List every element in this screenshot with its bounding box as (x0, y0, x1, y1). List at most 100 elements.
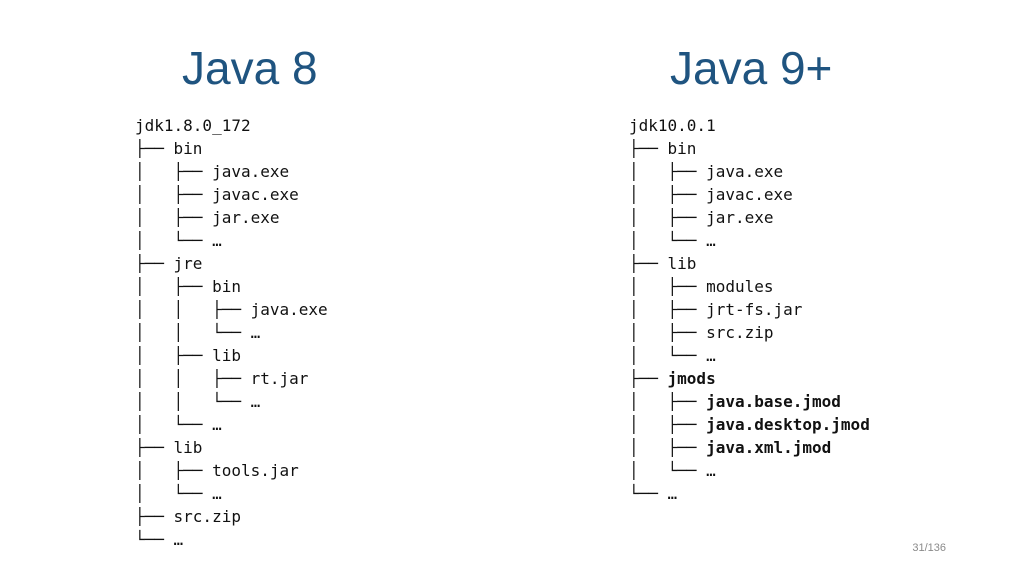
tree-entry-name: jdk1.8.0_172 (135, 116, 251, 135)
tree-branch-glyphs: │ ├── (135, 185, 213, 204)
tree-entry-name: jmods (667, 369, 716, 388)
tree-entry-name: bin (667, 139, 697, 158)
tree-line: jdk1.8.0_172 (135, 114, 328, 137)
tree-line: │ ├── tools.jar (135, 459, 328, 482)
tree-entry-name: java.exe (706, 162, 784, 181)
tree-branch-glyphs: │ └── (629, 346, 707, 365)
tree-entry-name: tools.jar (212, 461, 299, 480)
tree-line: │ │ ├── java.exe (135, 298, 328, 321)
tree-branch-glyphs: │ └── (629, 231, 707, 250)
tree-line: ├── bin (135, 137, 328, 160)
java-8-directory-tree: jdk1.8.0_172├── bin│ ├── java.exe│ ├── j… (135, 114, 328, 551)
tree-branch-glyphs: │ ├── (629, 162, 707, 181)
tree-entry-name: lib (667, 254, 697, 273)
tree-line: │ ├── java.xml.jmod (629, 436, 870, 459)
tree-branch-glyphs: │ ├── (629, 185, 707, 204)
tree-branch-glyphs: │ └── (135, 231, 213, 250)
tree-branch-glyphs: │ ├── (629, 438, 707, 457)
tree-entry-name: src.zip (173, 507, 241, 526)
tree-entry-name: jar.exe (706, 208, 774, 227)
tree-entry-name: … (706, 461, 716, 480)
tree-branch-glyphs: ├── (135, 438, 174, 457)
tree-line: ├── lib (135, 436, 328, 459)
tree-branch-glyphs: ├── (135, 507, 174, 526)
tree-line: │ ├── modules (629, 275, 870, 298)
tree-branch-glyphs: │ ├── (629, 277, 707, 296)
tree-branch-glyphs: ├── (135, 139, 174, 158)
tree-line: │ └── … (135, 413, 328, 436)
tree-line: │ ├── javac.exe (629, 183, 870, 206)
tree-entry-name: … (250, 392, 261, 411)
tree-entry-name: java.exe (212, 162, 290, 181)
tree-branch-glyphs: │ ├── (629, 323, 707, 342)
tree-line: │ ├── java.base.jmod (629, 390, 870, 413)
tree-entry-name: javac.exe (212, 185, 299, 204)
tree-entry-name: … (706, 346, 716, 365)
tree-line: │ ├── javac.exe (135, 183, 328, 206)
tree-line: ├── bin (629, 137, 870, 160)
tree-branch-glyphs: │ │ ├── (135, 300, 251, 319)
tree-branch-glyphs: │ │ ├── (135, 369, 251, 388)
tree-line: ├── src.zip (135, 505, 328, 528)
tree-line: │ ├── java.exe (629, 160, 870, 183)
java-9-directory-tree: jdk10.0.1├── bin│ ├── java.exe│ ├── java… (629, 114, 870, 505)
tree-line: │ ├── bin (135, 275, 328, 298)
tree-entry-name: lib (212, 346, 241, 365)
tree-entry-name: bin (173, 139, 203, 158)
tree-line: │ ├── jar.exe (629, 206, 870, 229)
tree-line: │ └── … (135, 229, 328, 252)
tree-branch-glyphs: │ ├── (135, 346, 213, 365)
tree-line: │ │ └── … (135, 390, 328, 413)
tree-line: ├── lib (629, 252, 870, 275)
tree-entry-name: … (212, 231, 222, 250)
tree-line: │ │ ├── rt.jar (135, 367, 328, 390)
tree-entry-name: modules (706, 277, 774, 296)
tree-line: ├── jre (135, 252, 328, 275)
tree-branch-glyphs: │ ├── (629, 300, 707, 319)
tree-entry-name: jre (173, 254, 203, 273)
tree-entry-name: jar.exe (212, 208, 280, 227)
tree-branch-glyphs: │ ├── (135, 277, 213, 296)
tree-line: ├── jmods (629, 367, 870, 390)
tree-branch-glyphs: │ ├── (135, 461, 213, 480)
tree-entry-name: javac.exe (706, 185, 793, 204)
tree-branch-glyphs: │ │ └── (135, 392, 251, 411)
tree-line: │ ├── src.zip (629, 321, 870, 344)
tree-branch-glyphs: ├── (135, 254, 174, 273)
tree-entry-name: … (173, 530, 184, 549)
tree-line: │ └── … (629, 344, 870, 367)
tree-entry-name: jrt-fs.jar (706, 300, 803, 319)
tree-entry-name: jdk10.0.1 (629, 116, 716, 135)
tree-branch-glyphs: ├── (629, 254, 668, 273)
tree-branch-glyphs: └── (135, 530, 174, 549)
tree-entry-name: … (706, 231, 716, 250)
tree-line: jdk10.0.1 (629, 114, 870, 137)
tree-branch-glyphs: │ └── (135, 484, 213, 503)
tree-line: │ ├── java.desktop.jmod (629, 413, 870, 436)
tree-line: │ │ └── … (135, 321, 328, 344)
tree-entry-name: … (212, 415, 222, 434)
tree-branch-glyphs: │ ├── (629, 208, 707, 227)
tree-entry-name: java.exe (250, 300, 328, 319)
tree-branch-glyphs: ├── (629, 369, 668, 388)
tree-entry-name: java.xml.jmod (706, 438, 832, 457)
tree-line: └── … (629, 482, 870, 505)
tree-entry-name: src.zip (706, 323, 774, 342)
tree-line: │ ├── java.exe (135, 160, 328, 183)
tree-line: └── … (135, 528, 328, 551)
tree-branch-glyphs: │ ├── (629, 415, 707, 434)
tree-branch-glyphs: │ ├── (135, 208, 213, 227)
tree-entry-name: java.desktop.jmod (706, 415, 870, 434)
tree-entry-name: bin (212, 277, 241, 296)
tree-entry-name: … (250, 323, 261, 342)
tree-branch-glyphs: │ └── (629, 461, 707, 480)
tree-entry-name: … (212, 484, 222, 503)
tree-line: │ ├── jrt-fs.jar (629, 298, 870, 321)
tree-entry-name: rt.jar (250, 369, 309, 388)
java-8-heading: Java 8 (182, 42, 318, 94)
tree-line: │ ├── jar.exe (135, 206, 328, 229)
tree-branch-glyphs: │ ├── (135, 162, 213, 181)
page-number: 31/136 (912, 542, 946, 554)
tree-branch-glyphs: └── (629, 484, 668, 503)
tree-line: │ └── … (629, 229, 870, 252)
